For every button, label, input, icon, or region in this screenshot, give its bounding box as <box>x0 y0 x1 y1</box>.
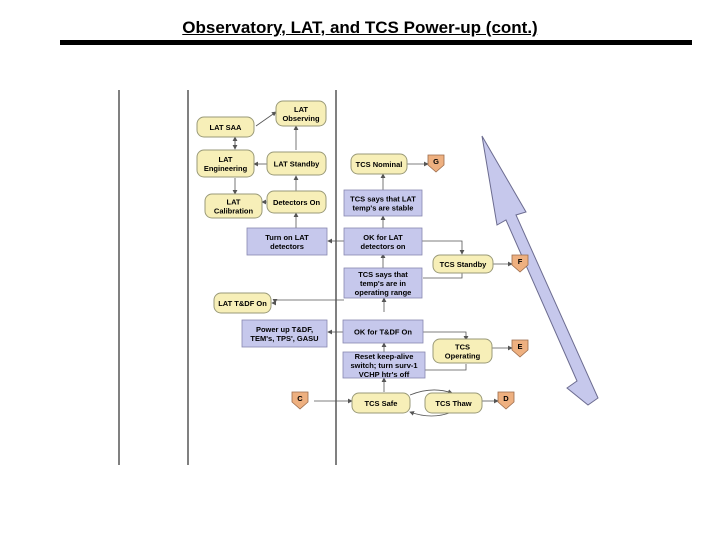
offpage-connector-shape <box>497 391 515 410</box>
action-box <box>343 267 423 299</box>
connector-g: G <box>427 154 445 173</box>
state-tcs-safe: TCS Safe <box>351 392 411 414</box>
state-box <box>351 392 411 414</box>
connector-e: E <box>511 339 529 358</box>
state-box <box>432 254 494 274</box>
state-tcs-operating-label-line: Operating <box>445 351 481 360</box>
state-lat-saa: LAT SAA <box>196 116 255 138</box>
state-tcs-thaw-label-line: TCS Thaw <box>435 399 471 408</box>
title-underline-rule <box>60 40 692 45</box>
state-tcs-thaw: TCS Thaw <box>424 392 483 414</box>
connector-c: C <box>291 391 309 410</box>
connector-c-label: C <box>297 394 303 403</box>
action-reset-keep-alive-label-line: VCHP htr's off <box>359 370 410 379</box>
state-tcs-safe-label-line: TCS Safe <box>365 399 398 408</box>
action-ok-for-tdf-on: OK for T&DF On <box>342 319 424 344</box>
state-lat-saa-label-line: LAT SAA <box>210 123 243 132</box>
offpage-connector-shape <box>427 154 445 173</box>
action-turn-on-lat-detectors-label-line: detectors <box>270 242 304 251</box>
action-box <box>343 227 423 256</box>
connector-d-label: D <box>503 394 509 403</box>
action-power-up-tdf-label-line: TEM's, TPS', GASU <box>250 334 318 343</box>
state-box <box>196 116 255 138</box>
action-turn-on-lat-detectors-label-line: Turn on LAT <box>265 233 309 242</box>
state-lat-tdf-on: LAT T&DF On <box>213 292 272 314</box>
state-lat-engineering-label-line: Engineering <box>204 164 248 173</box>
connector-g-label: G <box>433 157 439 166</box>
action-tcs-says-operating-range-label-line: temp's are in <box>360 279 406 288</box>
action-box <box>342 319 424 344</box>
state-box <box>424 392 483 414</box>
state-box <box>196 149 255 178</box>
connector-f: F <box>511 254 529 273</box>
state-lat-standby-label-line: LAT Standby <box>274 159 321 168</box>
state-lat-calibration-label-line: LAT <box>226 197 240 206</box>
state-lat-tdf-on-label-line: LAT T&DF On <box>218 299 267 308</box>
state-tcs-nominal-label-line: TCS Nominal <box>356 160 403 169</box>
connector-d: D <box>497 391 515 410</box>
state-box <box>213 292 272 314</box>
big-up-arrow-shape <box>481 135 599 406</box>
action-ok-for-tdf-on-label-line: OK for T&DF On <box>354 327 412 336</box>
edges <box>232 111 513 417</box>
action-ok-for-lat-detectors-label-line: detectors on <box>360 242 405 251</box>
state-box <box>266 190 327 214</box>
state-detectors-on: Detectors On <box>266 190 327 214</box>
state-lat-engineering-label-line: LAT <box>218 155 232 164</box>
state-tcs-standby: TCS Standby <box>432 254 494 274</box>
state-lat-standby: LAT Standby <box>266 151 327 176</box>
offpage-connector-shape <box>511 254 529 273</box>
state-box <box>204 193 263 219</box>
state-tcs-nominal: TCS Nominal <box>350 153 408 175</box>
action-box <box>342 351 426 379</box>
state-tcs-standby-label-line: TCS Standby <box>440 260 487 269</box>
action-power-up-tdf-label-line: Power up T&DF, <box>256 325 313 334</box>
state-lat-calibration-label-line: Calibration <box>214 206 254 215</box>
action-box <box>246 227 328 256</box>
state-box <box>275 100 327 127</box>
state-tcs-operating-label-line: TCS <box>455 342 470 351</box>
page-title: Observatory, LAT, and TCS Power-up (cont… <box>182 18 538 37</box>
action-tcs-says-lat-stable-label-line: temp's are stable <box>353 203 414 212</box>
state-box <box>350 153 408 175</box>
offpage-connector-shape <box>511 339 529 358</box>
state-lat-observing-label-line: LAT <box>294 105 308 114</box>
offpage-connector-shape <box>291 391 309 410</box>
state-box <box>266 151 327 176</box>
action-reset-keep-alive-label-line: switch; turn surv-1 <box>350 361 417 370</box>
connector-e-label: E <box>517 342 522 351</box>
state-box <box>432 338 493 364</box>
action-tcs-says-lat-stable-label-line: TCS says that LAT <box>350 194 416 203</box>
action-box <box>343 189 423 217</box>
action-box <box>241 319 328 348</box>
connector-f-label: F <box>518 257 523 266</box>
state-lat-observing-label-line: Observing <box>282 114 320 123</box>
action-tcs-says-operating-range-label-line: TCS says that <box>358 270 408 279</box>
action-tcs-says-operating-range-label-line: operating range <box>355 288 412 297</box>
action-power-up-tdf: Power up T&DF,TEM's, TPS', GASU <box>241 319 328 348</box>
state-detectors-on-label-line: Detectors On <box>273 198 321 207</box>
action-ok-for-lat-detectors-label-line: OK for LAT <box>363 233 403 242</box>
action-reset-keep-alive-label-line: Reset keep-alive <box>355 352 414 361</box>
